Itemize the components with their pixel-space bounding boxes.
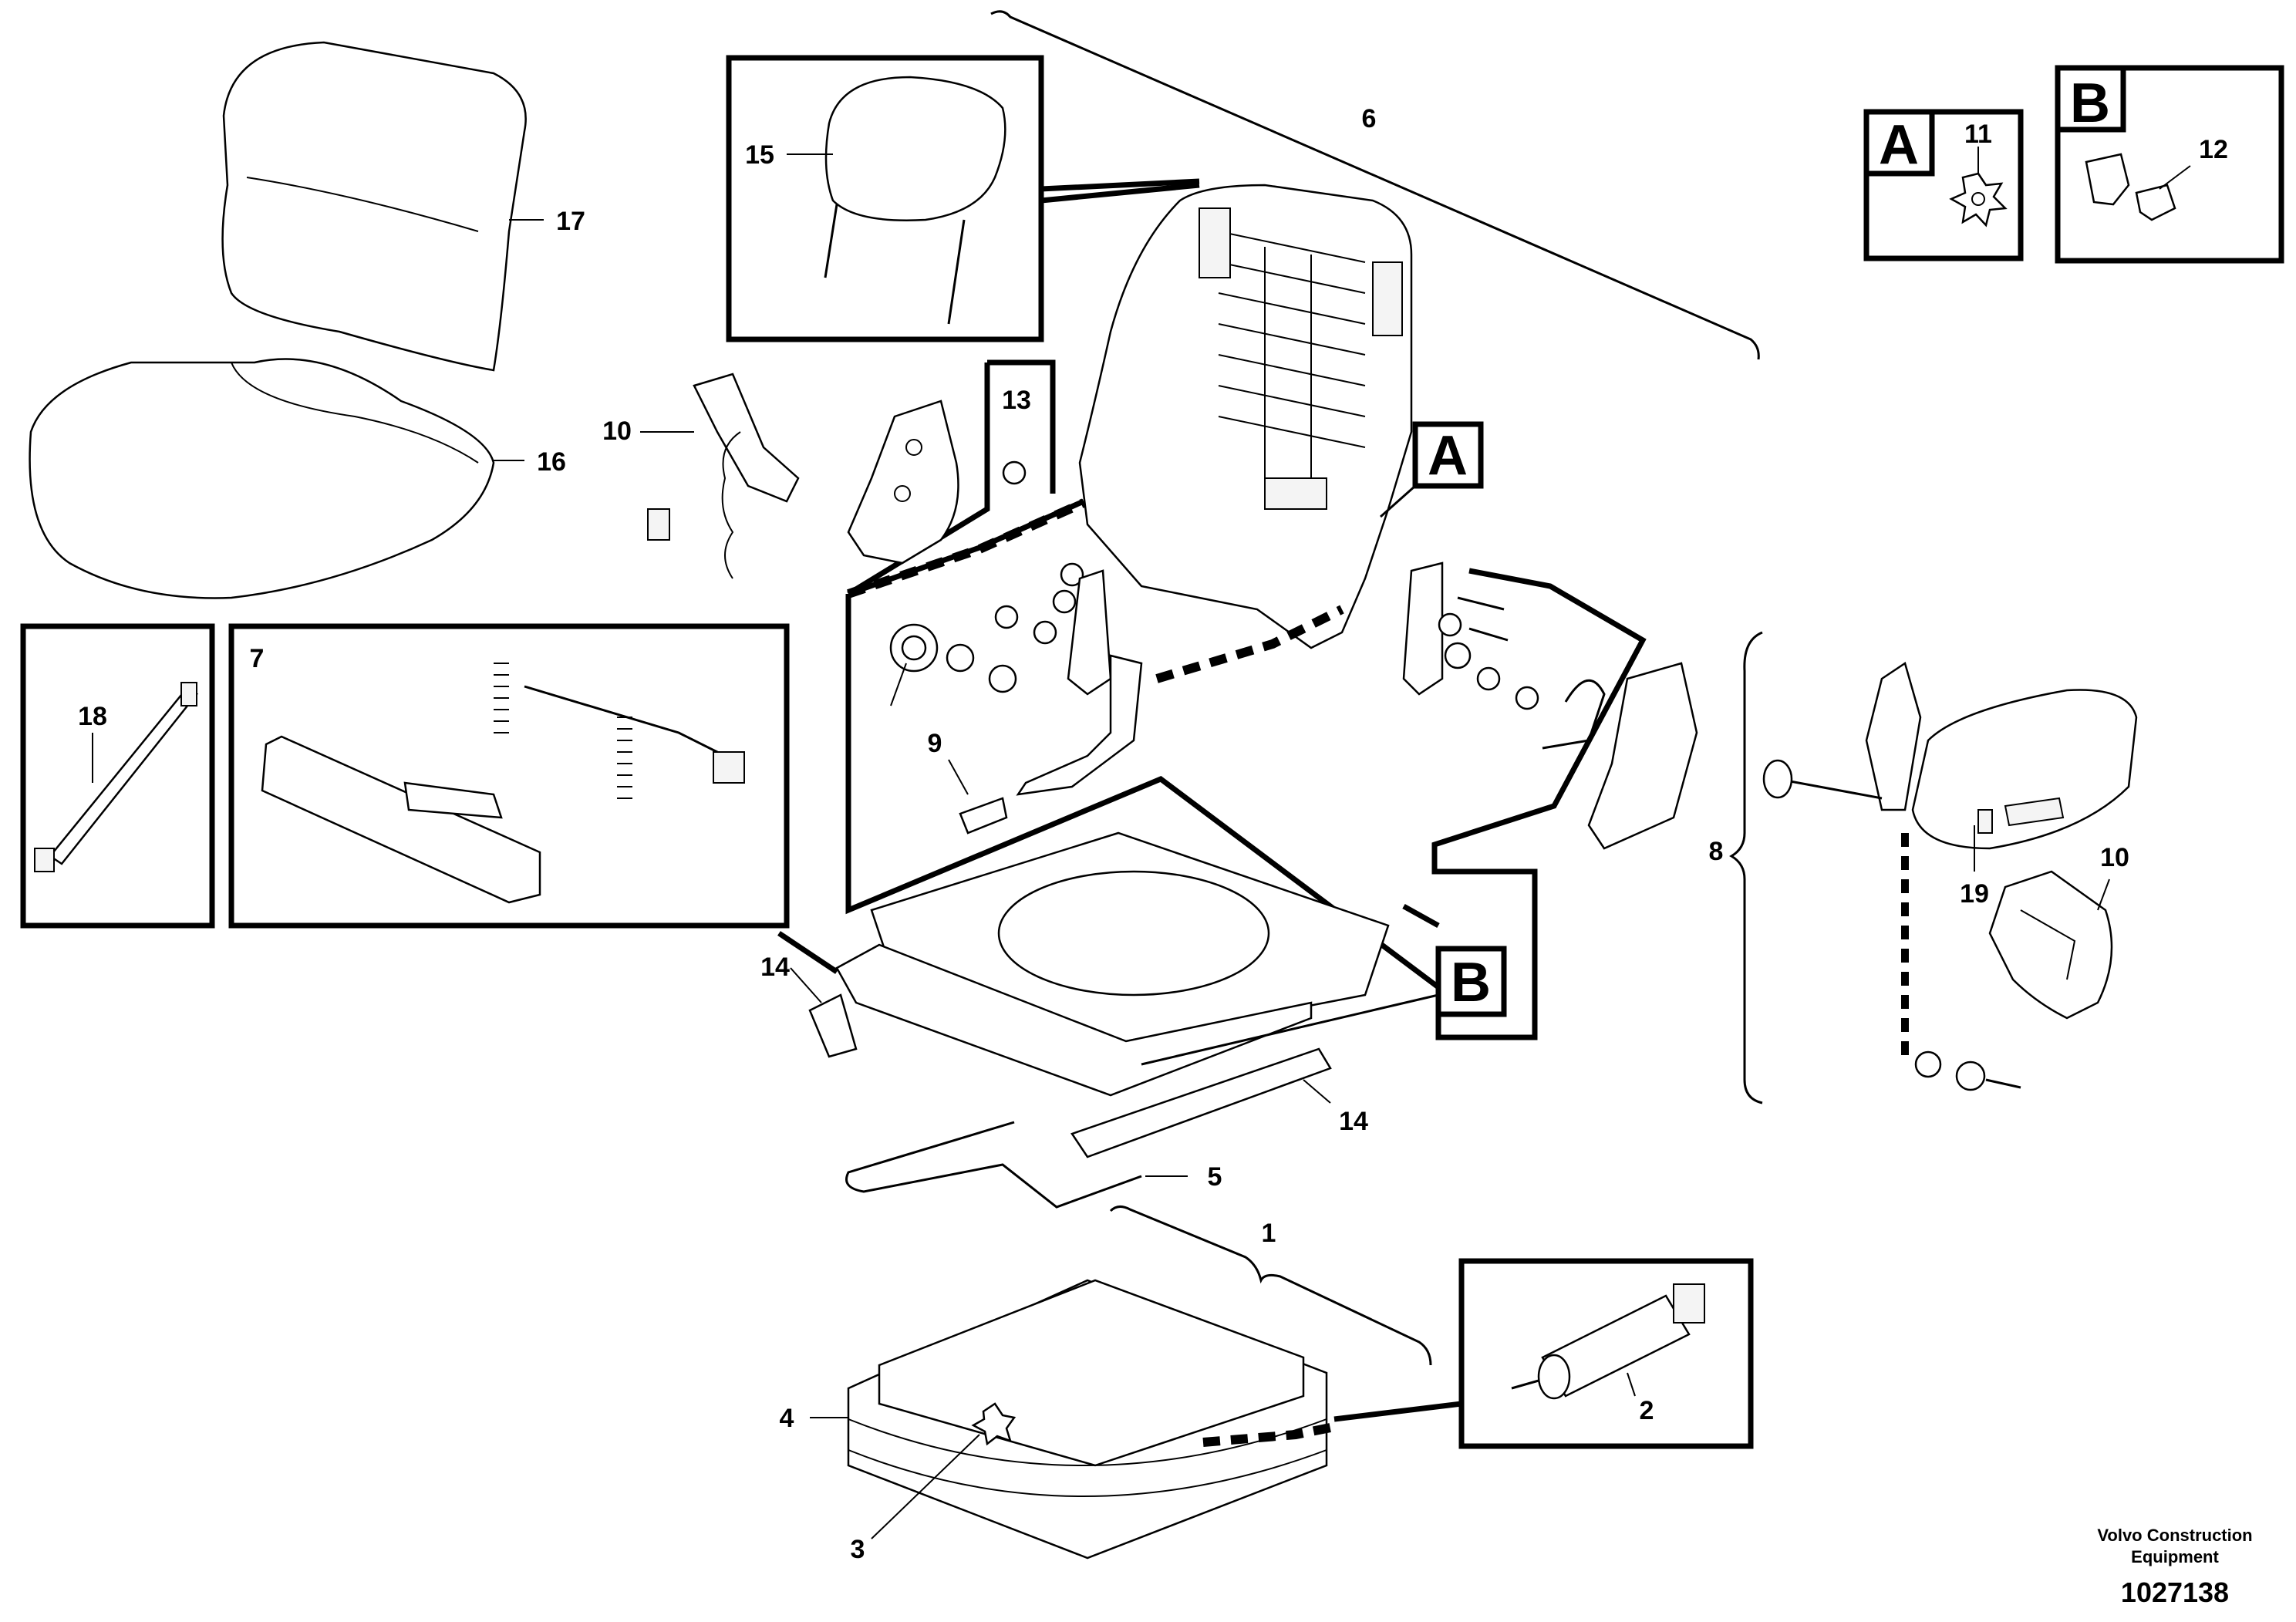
recline-adjuster-10 — [647, 373, 800, 579]
part-9-clip — [959, 797, 1008, 835]
headrest-15 — [824, 76, 1006, 325]
bracket-6 — [990, 10, 1760, 360]
headrest-pointer-lower — [1040, 182, 1200, 204]
part-13-bracket-left — [847, 363, 990, 596]
armrest — [1762, 662, 2138, 850]
leader-14b — [1303, 1079, 1331, 1104]
detail-a-box — [1412, 421, 1484, 489]
adjust-rod-5 — [845, 1121, 1142, 1209]
strap-18 — [34, 682, 199, 872]
callout-13: 13 — [1002, 386, 1031, 415]
footer-company-line2: Equipment — [2131, 1547, 2219, 1566]
callout-6: 6 — [1362, 104, 1377, 133]
callout-10b: 10 — [2100, 843, 2129, 872]
seat-slide-frame — [835, 831, 1390, 1097]
leader-3 — [871, 1434, 980, 1539]
shock-absorber-inset-box — [1458, 1258, 1754, 1449]
callout-9: 9 — [928, 729, 942, 758]
callout-18: 18 — [78, 702, 107, 731]
callout-7: 7 — [250, 644, 265, 673]
shock-absorber-2 — [1511, 1283, 1705, 1400]
callout-12: 12 — [2199, 135, 2228, 164]
callout-5: 5 — [1208, 1162, 1222, 1192]
base-suspension — [847, 1279, 1328, 1560]
callout-17: 17 — [556, 207, 585, 236]
callout-10a: 10 — [602, 416, 632, 446]
strap-inset-box — [20, 623, 215, 929]
star-knob-11 — [1949, 172, 2008, 228]
callout-4: 4 — [780, 1404, 794, 1433]
detail-b-leader — [1141, 993, 1439, 1066]
detail-b-inset-box — [2055, 65, 2284, 264]
leader-12 — [2159, 165, 2191, 190]
armrest-fasteners — [1914, 1050, 2021, 1091]
callout-16: 16 — [537, 447, 566, 477]
slide-rail-right — [1070, 1047, 1332, 1158]
leader-2 — [1627, 1372, 1636, 1397]
bracket-8 — [1729, 631, 1763, 1104]
detail-a-label: A — [1428, 425, 1468, 487]
callout-11: 11 — [1964, 120, 1992, 149]
footer-doc-number: 1027138 — [2121, 1576, 2229, 1608]
callout-19: 19 — [1960, 879, 1989, 909]
lever-assembly-inset-box — [228, 623, 790, 929]
part-13-bracket — [987, 359, 1056, 494]
leader-14a — [790, 967, 822, 1003]
backrest-cover-17 — [221, 41, 527, 372]
frame-b-link — [1402, 903, 1440, 929]
detail-b-inset-tab — [2055, 65, 2126, 133]
fasteners-center — [889, 460, 1143, 796]
frame-7-link — [777, 931, 838, 974]
detail-a-inset-tab — [1863, 109, 1935, 177]
frame-left-outline — [845, 594, 1441, 990]
callout-14b: 14 — [1339, 1107, 1368, 1136]
detail-a-inset-box — [1863, 109, 2024, 261]
slide-rail-left — [808, 993, 858, 1058]
callout-14a: 14 — [760, 953, 790, 982]
shock-dashed-link — [1202, 1422, 1336, 1447]
fasteners-right — [1402, 561, 1698, 850]
control-panel-10 — [1988, 870, 2113, 1020]
dashed-link-lower — [1155, 605, 1344, 683]
detail-b-inset-label: B — [2070, 73, 2110, 134]
backrest-frame — [1078, 184, 1413, 649]
detail-b-label: B — [1451, 952, 1491, 1013]
callout-3: 3 — [851, 1535, 865, 1564]
detail-a-inset-label: A — [1879, 114, 1919, 176]
callout-2: 2 — [1640, 1396, 1654, 1425]
leader-9 — [948, 759, 969, 795]
shock-pointer — [1333, 1401, 1462, 1422]
callout-15: 15 — [745, 140, 774, 170]
detail-a-leader — [1380, 484, 1416, 518]
callout-8: 8 — [1709, 837, 1724, 866]
frame-right-outline — [1431, 568, 1647, 1040]
bracket-1 — [1109, 1206, 1432, 1366]
lever-assembly-7 — [261, 663, 745, 904]
headrest-pointer — [1038, 166, 1200, 192]
left-hinge-plate — [847, 400, 959, 565]
leader-10b — [2097, 878, 2110, 911]
seat-cushion-cover-16 — [29, 358, 495, 599]
footer-company-line1: Volvo Construction — [2097, 1526, 2252, 1545]
callout-1: 1 — [1262, 1219, 1276, 1248]
detail-b-box — [1435, 946, 1507, 1017]
